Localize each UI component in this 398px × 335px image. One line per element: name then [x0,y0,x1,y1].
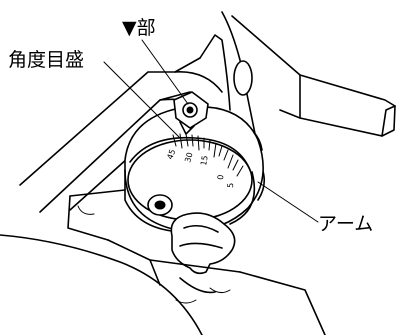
mark-leader [141,39,189,105]
angle-scale-disc: 45 30 15 0 5 [124,105,264,233]
scale-number-45: 45 [165,148,177,161]
angle-scale-leader [103,61,181,139]
scale-number-30: 30 [183,151,194,163]
scale-number-5: 5 [226,183,235,188]
mark-label: ▼部 [122,17,156,39]
head-body [19,34,231,213]
lock-knob [170,212,236,275]
base-mount [0,189,326,335]
angle-scale-label: 角度目盛 [8,49,84,71]
arm-label: アーム [318,213,373,235]
scale-ticks [172,133,244,177]
leader-lines [103,39,319,223]
scale-number-15: 15 [199,155,210,167]
scale-number-0: 0 [216,174,225,180]
arm-hole [233,60,253,96]
mark-fixture [173,91,209,135]
arm-leader [257,181,319,223]
